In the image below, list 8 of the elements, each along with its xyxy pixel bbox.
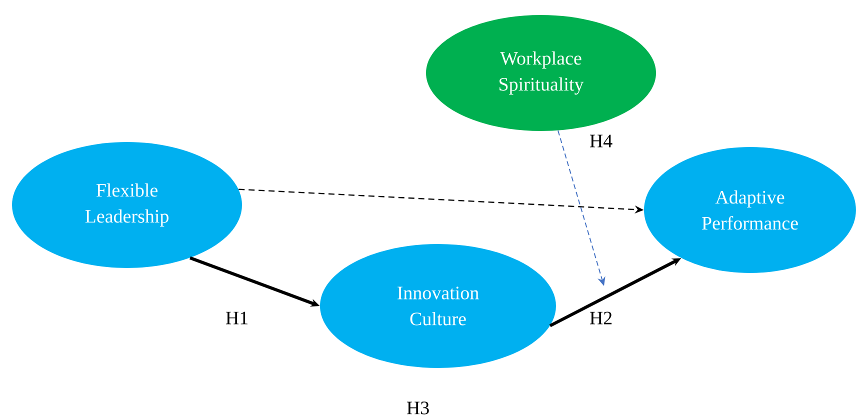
ellipse-node: Adaptive Performance xyxy=(644,147,856,273)
ellipse-node: Flexible Leadership xyxy=(12,142,242,268)
hypothesis-label: H1 xyxy=(226,312,248,324)
hypothesis-label: H3 xyxy=(406,402,429,414)
hypothesis-label: H4 xyxy=(590,134,612,148)
ellipse-node: Innovation Culture xyxy=(320,244,556,368)
ellipse-node: Workplace Spirituality xyxy=(426,15,656,131)
hypothesis-label: H2 xyxy=(590,312,612,324)
